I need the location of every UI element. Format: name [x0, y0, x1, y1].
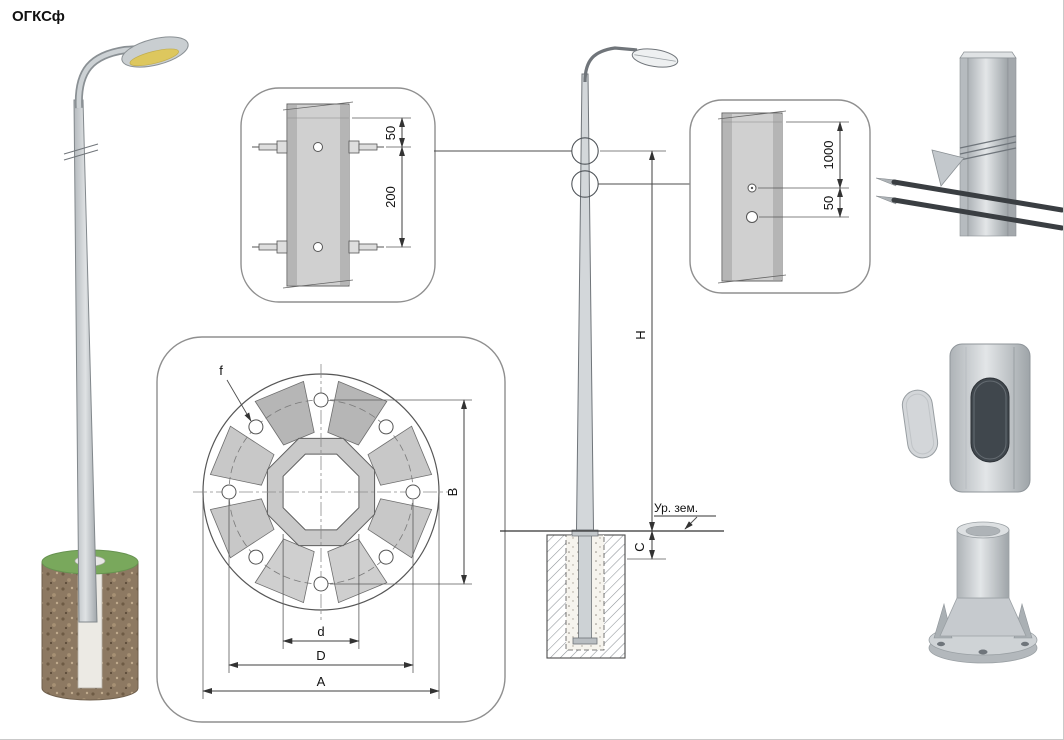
- dim-label-200-spacing: 200: [383, 186, 398, 208]
- bolt-hole: [313, 142, 323, 152]
- pole-section: [286, 103, 350, 287]
- dim-label-B: B: [445, 488, 460, 497]
- clamp-cone: [931, 149, 965, 187]
- pole-arm-elevation: [583, 46, 638, 83]
- lamp-elevation: [631, 48, 679, 68]
- leader-lines: [434, 150, 690, 185]
- plate-hole: [978, 649, 988, 655]
- handhole-render: [901, 343, 1031, 493]
- bolt-hole: [313, 242, 323, 252]
- console-rod: [891, 197, 1063, 231]
- dim-label-D: D: [316, 648, 325, 663]
- shoe-cylinder: [956, 529, 1010, 599]
- dim-label-d: d: [317, 624, 324, 639]
- cable-hole: [746, 211, 758, 223]
- drawing-title: ОГКСф: [12, 8, 65, 25]
- pole-elevation: Ур. зем. H C: [500, 46, 724, 659]
- pole-shaft-elevation: [575, 73, 595, 531]
- dim-label-50-holes: 50: [821, 196, 836, 210]
- flange-detail-box: f B d D A: [156, 336, 506, 723]
- handhole-opening: [970, 377, 1010, 463]
- base-shoe-render: [928, 521, 1038, 664]
- flange-holes: [221, 392, 421, 592]
- bolt-left-top: [252, 140, 288, 154]
- bolt-right-bottom: [348, 240, 384, 254]
- bolt-right-top: [348, 140, 384, 154]
- plate-hole: [1021, 641, 1029, 647]
- console-rod: [891, 179, 1063, 213]
- lamp-head: [121, 36, 189, 68]
- bolt-left-bottom: [252, 240, 288, 254]
- pole-shaft: [73, 99, 98, 623]
- handhole-cover: [901, 389, 939, 459]
- clamp-assembly-render: [875, 51, 1063, 237]
- dim-label-C: C: [632, 542, 647, 551]
- dim-label-A: A: [317, 674, 326, 689]
- pole-base-plate: [572, 637, 598, 645]
- dim-label-f: f: [219, 363, 223, 378]
- flange-gussets: [209, 380, 433, 604]
- dim-label-H: H: [633, 330, 648, 339]
- dim-label-1000: 1000: [821, 141, 836, 170]
- joint-detail-box: 50 200: [240, 87, 436, 303]
- shoe-flare: [939, 597, 1027, 637]
- pole-column: [967, 57, 1009, 237]
- lamp-lens: [129, 48, 179, 67]
- hole-detail-box: 1000 50: [689, 99, 871, 294]
- pole-3d-render: [41, 36, 189, 701]
- ground-level-label: Ур. зем.: [654, 501, 698, 515]
- binding-wire: [959, 135, 1017, 149]
- dim-label-50-offset: 50: [383, 126, 398, 140]
- plate-hole: [937, 641, 945, 647]
